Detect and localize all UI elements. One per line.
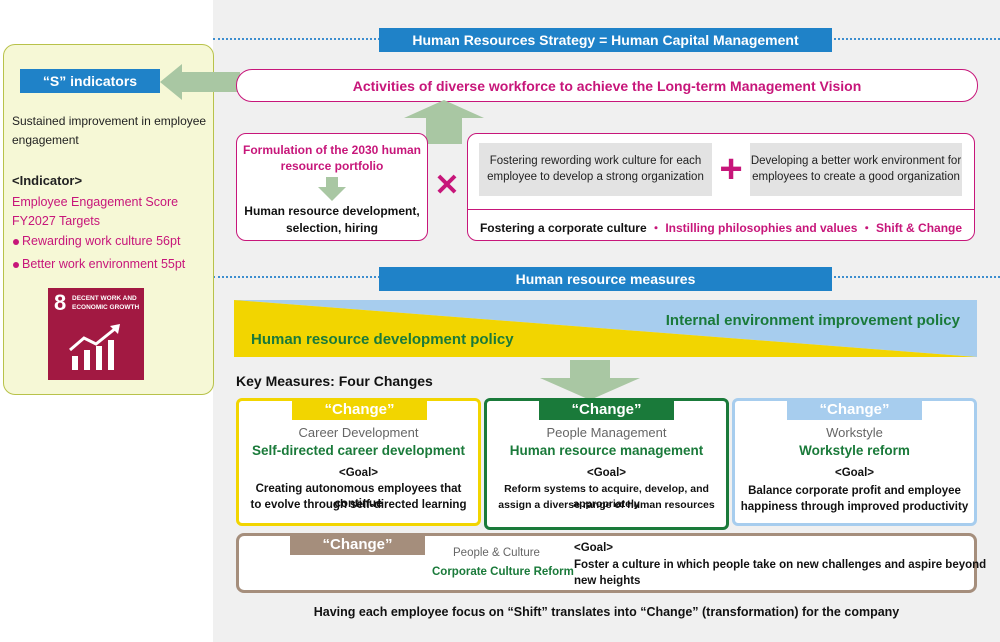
arrow-down-big-icon [540,360,640,400]
culture-box1-line2: employee to develop a strong organizatio… [487,171,704,183]
change-tag-culture: “Change” [290,533,425,555]
culture-highlights: ・ Instilling philosophies and values ・ S… [650,221,963,235]
career-category: Career Development [298,425,419,440]
workstyle-goal-label: <Goal> [835,467,874,479]
people-goal-line2: assign a diverse range of human resource… [498,499,715,511]
score-line2: FY2027 Targets [12,214,101,228]
culture-goal-line2: new heights [574,575,641,587]
change-tag-people: “Change” [539,398,674,420]
vision-box: Activities of diverse workforce to achie… [236,69,978,102]
footer-text: Having each employee focus on “Shift” tr… [313,605,900,619]
development-policy-label: Human resource development policy [251,331,514,348]
measures-banner: Human resource measures [379,267,832,291]
career-goal-label: <Goal> [339,467,378,479]
bullet-better: Better work environment 55pt [22,257,186,271]
policy-triangles [234,300,977,357]
people-category: People Management [546,425,667,440]
plus-icon: + [719,146,743,191]
sdg8-text-line2: ECONOMIC GROWTH [72,304,140,311]
career-title: Self-directed career development [251,443,466,458]
culture-box2-line1: Developing a better work environment for [750,155,962,167]
internal-policy-label: Internal environment improvement policy [665,312,960,329]
workstyle-title: Workstyle reform [799,443,910,458]
change-tag-workstyle: “Change” [787,398,922,420]
culture-category: People & Culture [453,547,540,559]
workstyle-goal-line1: Balance corporate profit and employee [748,485,961,497]
portfolio-title-line2: resource portfolio [280,159,384,173]
culture-box2-line2: employees to create a good organization [752,171,960,183]
indicator-heading: <Indicator> [12,173,83,188]
workstyle-goal-line2: happiness through improved productivity [740,501,969,513]
change-tag-career: “Change” [292,398,427,420]
culture-goal-label: <Goal> [574,542,613,554]
culture-box1: Fostering rewording work culture for eac… [479,143,712,196]
workstyle-category: Workstyle [826,425,883,440]
people-title: Human resource management [509,443,704,458]
portfolio-sub-line2: selection, hiring [285,221,378,235]
people-goal-line1: Reform systems to acquire, develop, and … [504,483,709,510]
portfolio-sub-line1: Human resource development, [244,204,420,218]
culture-box1-line1: Fostering rewording work culture for eac… [489,155,702,167]
bullet-dot-1 [13,239,19,245]
arrow-down-icon [318,177,346,201]
score-line1: Employee Engagement Score [12,195,179,209]
multiply-icon: ✕ [434,168,460,202]
sdg8-number: 8 [54,290,67,315]
career-goal-line1: Creating autonomous employees that conti… [255,483,462,510]
sustained-text: Sustained improvement in employee engage… [12,114,207,147]
arrow-left-icon [160,64,240,100]
culture-divider [468,209,974,210]
change-card-culture [236,533,977,593]
people-goal-label: <Goal> [587,467,626,479]
culture-title: Corporate Culture Reform [432,566,574,578]
bullet-dot-2 [13,262,19,268]
sdg8-icon: 8 DECENT WORK AND ECONOMIC GROWTH [48,288,144,380]
s-indicators-badge: “S” indicators [20,69,160,93]
culture-box2: Developing a better work environment for… [750,143,962,196]
key-measures-label: Key Measures: Four Changes [236,373,433,389]
growth-chart-icon [69,324,120,370]
strategy-banner: Human Resources Strategy = Human Capital… [379,28,832,52]
arrow-up-icon [404,100,484,144]
bullet-rewarding: Rewarding work culture 56pt [22,234,181,248]
portfolio-title-line1: Formulation of the 2030 human [242,143,422,157]
culture-fostering-row: Fostering a corporate culture ・ Instilli… [468,219,974,236]
culture-goal-line1: Foster a culture in which people take on… [574,559,987,571]
sdg8-text-line1: DECENT WORK AND [72,295,137,302]
fostering-text: Fostering a corporate culture [479,221,647,235]
career-goal-line2: to evolve through self-directed learning [250,499,467,511]
